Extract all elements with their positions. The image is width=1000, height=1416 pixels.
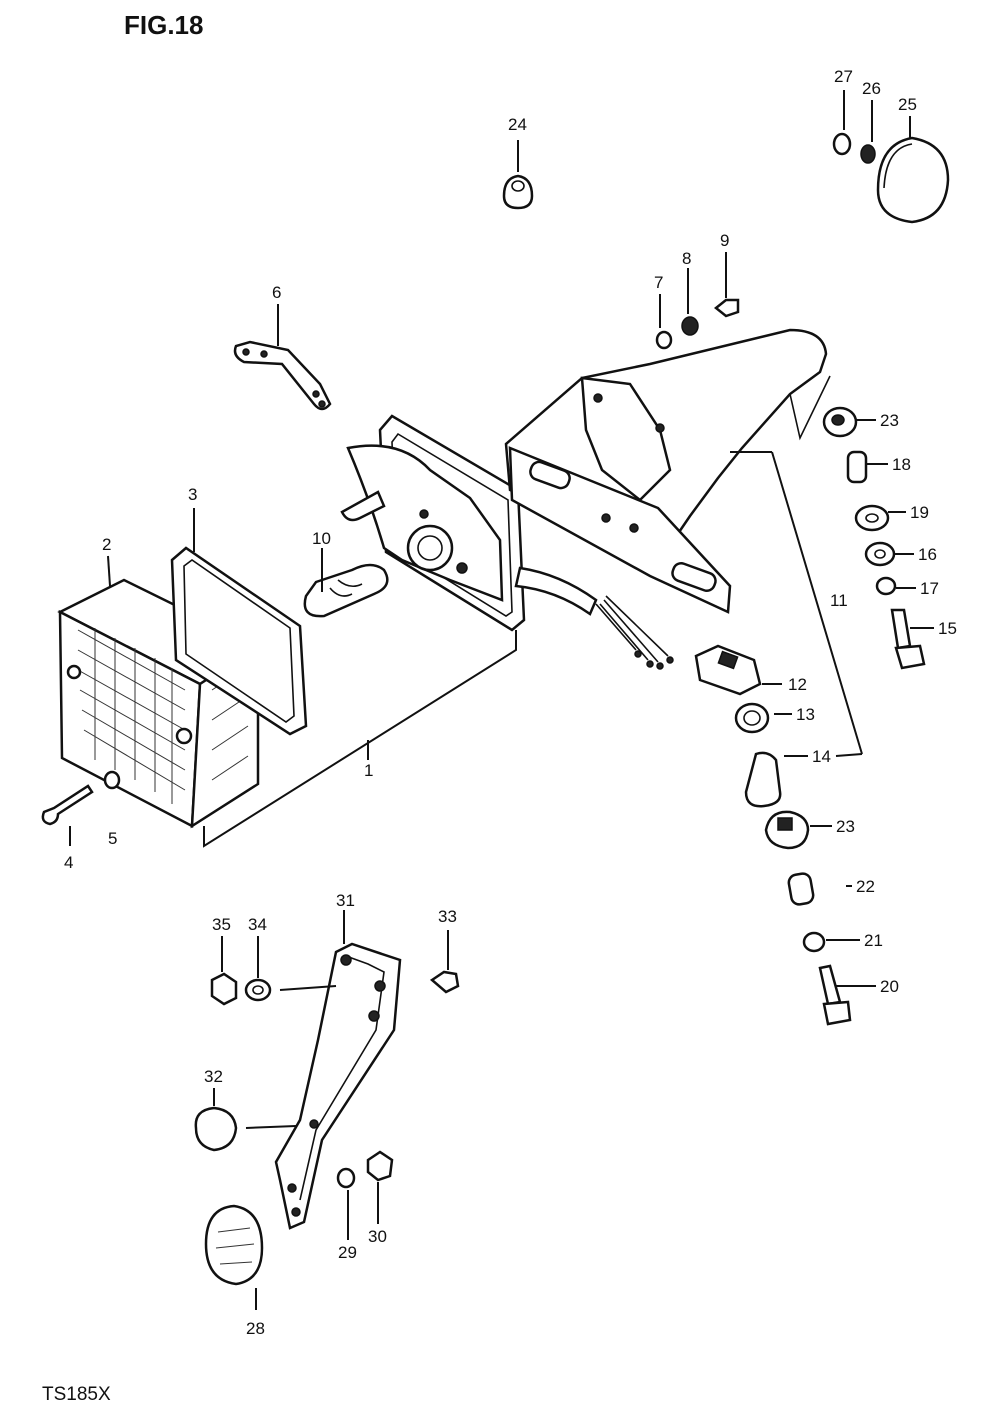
- callout-22: 22: [856, 877, 875, 896]
- wiring-harness: [514, 566, 674, 670]
- part-23-lower-damper: [764, 810, 832, 850]
- part-12-clamp: [694, 644, 782, 696]
- part-28-reflector: [204, 1204, 264, 1310]
- callout-31: 31: [336, 891, 355, 910]
- part-31-reflector-bracket: [274, 910, 402, 1230]
- part-30-nut: [366, 1150, 394, 1224]
- fender-bracket: [504, 328, 831, 614]
- part-27-washer: [832, 90, 852, 156]
- callout-4: 4: [64, 853, 73, 872]
- part-3-gasket: [170, 508, 308, 736]
- part-26-nut: [860, 100, 876, 164]
- callout-5: 5: [108, 829, 117, 848]
- callout-23-upper: 23: [880, 411, 899, 430]
- callout-19: 19: [910, 503, 929, 522]
- callout-14: 14: [812, 747, 831, 766]
- part-11-leader-3: [835, 753, 863, 757]
- part-6-stay: [233, 304, 332, 411]
- part-19-washer: [854, 504, 906, 532]
- part-34-washer: [244, 936, 272, 1002]
- callout-24: 24: [508, 115, 527, 134]
- callout-11: 11: [830, 591, 848, 610]
- callout-27: 27: [834, 67, 853, 86]
- callout-8: 8: [682, 249, 691, 268]
- part-1-assembly-bracket: [203, 630, 517, 848]
- callout-13: 13: [796, 705, 815, 724]
- part-34-leader: [279, 985, 337, 991]
- callout-6: 6: [272, 283, 281, 302]
- part-16-washer: [864, 541, 914, 567]
- callout-21: 21: [864, 931, 883, 950]
- part-11-leader-2: [771, 451, 863, 755]
- callout-16: 16: [918, 545, 937, 564]
- part-32-nut: [194, 1088, 297, 1152]
- callout-32: 32: [204, 1067, 223, 1086]
- part-8-nut: [681, 268, 699, 336]
- part-35-nut: [210, 936, 238, 1006]
- part-17-lock-washer: [875, 576, 916, 596]
- callout-23-lower: 23: [836, 817, 855, 836]
- callout-9: 9: [720, 231, 729, 250]
- part-15-bolt: [890, 608, 934, 670]
- lamp-housing: [340, 414, 526, 632]
- callout-26: 26: [862, 79, 881, 98]
- callout-18: 18: [892, 455, 911, 474]
- callout-12: 12: [788, 675, 807, 694]
- figure-title: FIG.18: [124, 10, 203, 40]
- callout-33: 33: [438, 907, 457, 926]
- callout-labels: 1 2 3 4 5 6 7 8 9 10 11 12 13 14 15 16 1…: [64, 67, 957, 1338]
- callout-34: 34: [248, 915, 267, 934]
- callout-2: 2: [102, 535, 111, 554]
- callout-30: 30: [368, 1227, 387, 1246]
- part-4-screw: [41, 784, 94, 846]
- callout-29: 29: [338, 1243, 357, 1262]
- callout-15: 15: [938, 619, 957, 638]
- callout-10: 10: [312, 529, 331, 548]
- part-13-grommet: [734, 702, 792, 734]
- callout-25: 25: [898, 95, 917, 114]
- callout-17: 17: [920, 579, 939, 598]
- part-25-reflector: [876, 116, 950, 224]
- part-23-upper-damper: [822, 406, 876, 438]
- part-14-collar: [744, 751, 808, 808]
- part-10-bulb: [303, 548, 389, 618]
- part-20-bolt: [818, 964, 876, 1026]
- part-24-grommet: [502, 140, 534, 210]
- part-9-bolt: [713, 252, 740, 318]
- part-33-screw: [429, 930, 460, 994]
- callout-35: 35: [212, 915, 231, 934]
- model-code: TS185X: [42, 1384, 111, 1405]
- part-7-washer: [655, 294, 673, 350]
- callout-3: 3: [188, 485, 197, 504]
- part-18-spacer: [846, 450, 888, 484]
- part-5-washer: [103, 770, 121, 790]
- callout-1: 1: [364, 761, 373, 780]
- part-21-washer: [802, 931, 860, 953]
- part-22-spacer: [787, 872, 852, 906]
- callout-7: 7: [654, 273, 663, 292]
- callout-20: 20: [880, 977, 899, 996]
- part-29-washer: [336, 1167, 356, 1240]
- callout-28: 28: [246, 1319, 265, 1338]
